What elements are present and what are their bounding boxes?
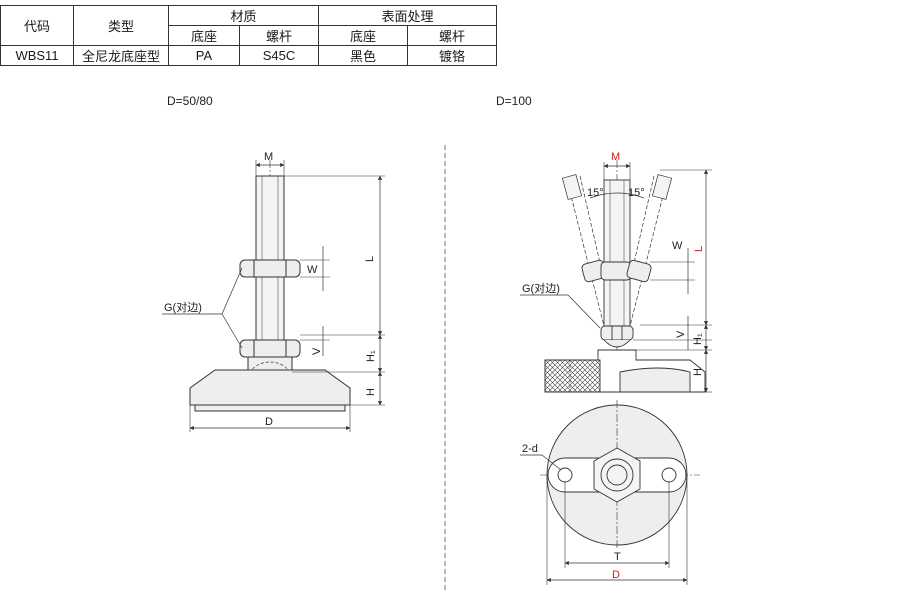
cell-material-screw: S45C [239,45,319,66]
sub-screw-surface: 螺杆 [407,25,497,46]
mount-hole-right [661,467,677,483]
right-label-g: G(对边) [522,281,560,295]
right-label-angle-right: 15° [628,187,645,199]
caption-right: D=100 [496,94,532,108]
right-label-h: H [692,368,704,376]
left-label-v: V [311,347,323,355]
left-label-m: M [264,151,273,163]
left-label-l: L [364,256,376,262]
left-label-g: G(对边) [164,300,202,314]
left-label-d: D [265,416,273,428]
right-threaded-rod [603,179,631,333]
mount-hole-left [557,467,573,483]
cell-surface-base: 黑色 [318,45,408,66]
header-code: 代码 [0,5,74,46]
right-label-d: D [612,569,620,581]
lower-nut [239,339,301,358]
right-label-h1: H₁ [692,333,704,345]
upper-nut [239,259,301,278]
right-label-w: W [672,240,683,252]
left-label-h: H [365,388,377,396]
right-label-d-small: 2-d [522,443,538,455]
caption-left: D=50/80 [167,94,213,108]
right-label-l: L [693,246,705,252]
right-top-view [520,400,700,585]
base-hatch [544,359,601,393]
right-ball-joint [603,339,631,348]
left-view [162,160,385,432]
base-disk [189,369,351,406]
left-label-h1: H₁ [365,350,377,362]
right-label-v: V [675,330,687,338]
right-label-t: T [614,551,621,563]
top-hex-nut [593,447,641,503]
spec-table: 代码 类型 材质 表面处理 底座 螺杆 底座 螺杆 WBS11 全尼龙底座型 P… [0,5,497,66]
cell-material-base: PA [168,45,240,66]
cell-surface-screw: 镀铬 [407,45,497,66]
cell-code: WBS11 [0,45,74,66]
header-type: 类型 [73,5,169,46]
cell-type: 全尼龙底座型 [73,45,169,66]
right-label-m: M [611,151,620,163]
right-side-view [520,160,712,393]
left-label-w: W [307,264,318,276]
right-upper-nuts [581,259,652,283]
right-lower-nut [600,325,634,341]
right-label-angle-left: 15° [587,187,604,199]
